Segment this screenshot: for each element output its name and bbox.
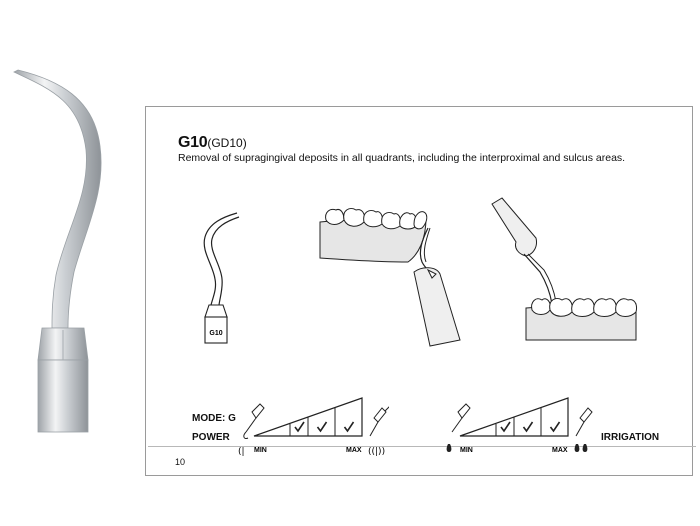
water-drop-min-icon <box>446 444 452 452</box>
handpiece-icon <box>243 403 265 439</box>
handpiece-max-icon <box>575 407 593 437</box>
check-mark-icon <box>522 421 534 433</box>
check-mark-icon <box>500 421 511 433</box>
power-max-label: MAX <box>346 447 362 454</box>
scaler-tip-photo <box>13 69 102 433</box>
power-checks <box>294 421 355 433</box>
lower-teeth-illustration <box>491 197 637 341</box>
page-number: 10 <box>175 457 186 467</box>
instruction-card <box>145 106 693 476</box>
irrigation-scale: MIN MAX <box>446 397 593 454</box>
power-min-label: MIN <box>254 447 267 454</box>
description-text: Removal of supragingival deposits in all… <box>178 152 626 164</box>
irrigation-min-label: MIN <box>460 447 473 454</box>
vibration-min-icon: (| <box>238 447 245 457</box>
mode-label: MODE: G <box>192 413 236 424</box>
power-scale: MIN MAX (| ((|)) <box>238 397 389 457</box>
vibration-max-icon: ((|)) <box>368 447 385 457</box>
irrigation-label: IRRIGATION <box>601 432 660 443</box>
check-mark-icon <box>343 421 355 433</box>
irrigation-checks <box>500 421 561 433</box>
upper-teeth-illustration <box>319 207 461 347</box>
title-code: G10 <box>178 134 208 151</box>
power-label: POWER <box>192 432 230 443</box>
handpiece-icon <box>451 403 471 433</box>
check-mark-icon <box>549 421 561 433</box>
irrigation-max-label: MAX <box>552 447 568 454</box>
check-mark-icon <box>316 421 328 433</box>
title-alt-code: (GD10) <box>207 136 247 150</box>
tip-label: G10 <box>209 330 222 337</box>
water-drops-max-icon <box>574 444 588 452</box>
handpiece-max-icon <box>369 406 389 437</box>
check-mark-icon <box>294 421 305 433</box>
tip-line-drawing: G10 <box>203 212 240 344</box>
page-title: G10(GD10) <box>178 134 247 152</box>
divider <box>148 446 696 447</box>
